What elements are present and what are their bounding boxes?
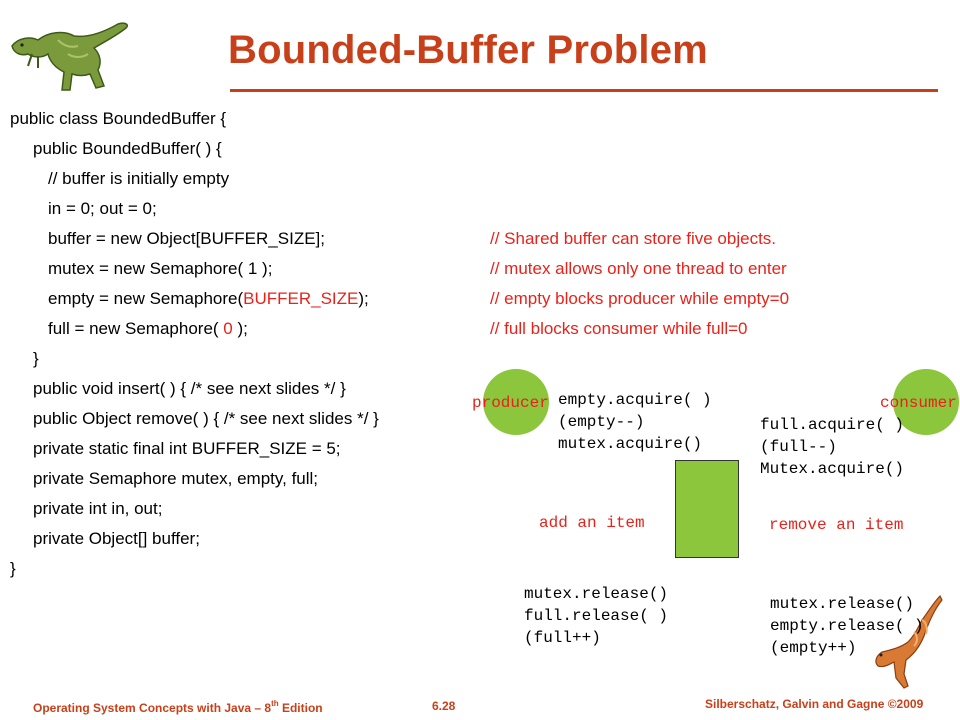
producer-pre-1: empty.acquire( ) — [558, 391, 712, 409]
comment-mutex: // mutex allows only one thread to enter — [490, 259, 787, 278]
comment-full: // full blocks consumer while full=0 — [490, 319, 748, 338]
consumer-pre-1: full.acquire( ) — [760, 416, 905, 434]
title-divider — [230, 89, 938, 92]
code-line-6: mutex = new Semaphore( 1 ); — [48, 259, 273, 278]
producer-label: producer — [472, 394, 549, 412]
code-line-13: private Semaphore mutex, empty, full; — [33, 469, 319, 488]
footer-page-number: 6.28 — [432, 699, 456, 713]
comment-buffer: // Shared buffer can store five objects. — [490, 229, 777, 248]
consumer-post-3: (empty++) — [770, 639, 857, 657]
code-line-7: empty = new Semaphore(BUFFER_SIZE); — [48, 289, 369, 308]
producer-pre-3: mutex.acquire() — [558, 435, 703, 453]
producer-pre-2: (empty--) — [558, 413, 645, 431]
comment-empty: // empty blocks producer while empty=0 — [490, 289, 790, 308]
code-line-2: public BoundedBuffer( ) { — [33, 139, 222, 158]
footer-authors: Silberschatz, Galvin and Gagne ©2009 — [705, 697, 924, 711]
code-line-8: full = new Semaphore( 0 ); — [48, 319, 248, 338]
producer-post-2: full.release( ) — [524, 607, 669, 625]
code-line-9: } — [33, 349, 39, 368]
producer-post-3: (full++) — [524, 629, 601, 647]
consumer-post-1: mutex.release() — [770, 595, 915, 613]
page-title: Bounded-Buffer Problem — [228, 28, 708, 72]
code-line-5: buffer = new Object[BUFFER_SIZE]; — [48, 229, 325, 248]
consumer-label: consumer — [880, 394, 957, 412]
code-line-1: public class BoundedBuffer { — [10, 109, 227, 128]
code-line-11: public Object remove( ) { /* see next sl… — [33, 409, 379, 428]
producer-post-1: mutex.release() — [524, 585, 669, 603]
code-line-12: private static final int BUFFER_SIZE = 5… — [33, 439, 341, 458]
code-line-16: } — [10, 559, 16, 578]
consumer-pre-3: Mutex.acquire() — [760, 460, 905, 478]
consumer-action: remove an item — [769, 516, 904, 534]
producer-circle — [483, 369, 549, 435]
consumer-post-2: empty.release( ) — [770, 617, 924, 635]
code-line-3: // buffer is initially empty — [48, 169, 230, 188]
dinosaur-logo-icon — [11, 22, 129, 91]
code-line-4: in = 0; out = 0; — [48, 199, 157, 218]
code-line-14: private int in, out; — [33, 499, 163, 518]
dinosaur-corner-icon — [875, 594, 943, 689]
code-line-15: private Object[] buffer; — [33, 529, 200, 548]
consumer-pre-2: (full--) — [760, 438, 837, 456]
consumer-circle — [893, 369, 959, 435]
producer-action: add an item — [539, 514, 645, 532]
code-line-10: public void insert( ) { /* see next slid… — [33, 379, 346, 398]
footer-book-title: Operating System Concepts with Java – 8t… — [33, 699, 323, 715]
shared-buffer-box — [675, 460, 739, 558]
